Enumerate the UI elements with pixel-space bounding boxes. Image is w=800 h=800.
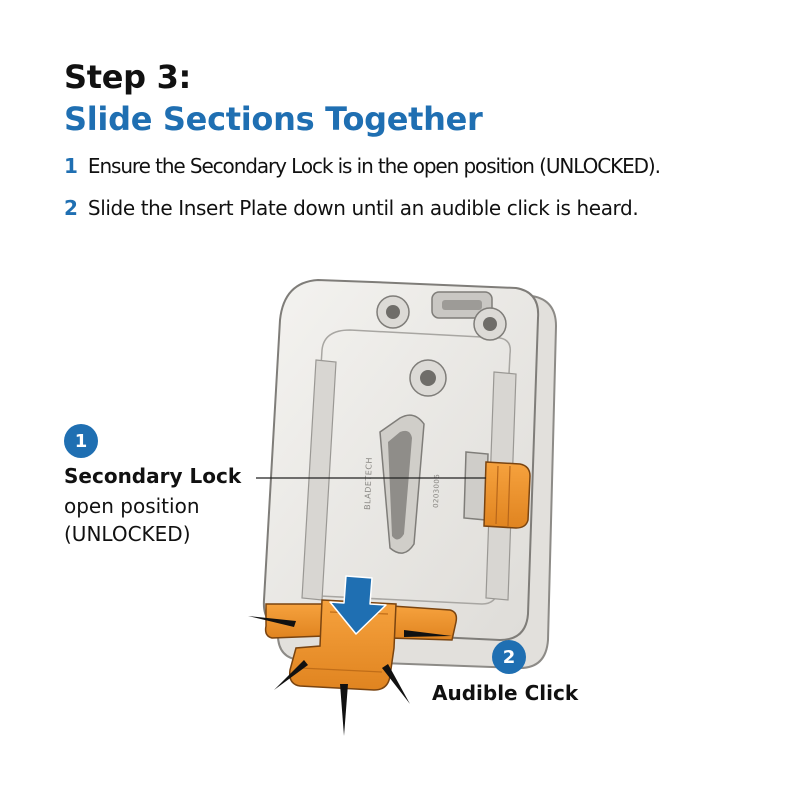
step-title: Step 3: [64,58,192,96]
secondary-lock [463,451,531,529]
audible-click-label: Audible Click [432,681,579,705]
instruction-2-number: 2 [64,196,78,220]
secondary-lock-heading: Secondary Lock [64,464,242,488]
click-burst-icon [248,616,452,736]
instruction-1-text: Ensure the Secondary Lock is in the open… [87,154,661,178]
instruction-1-number: 1 [64,154,78,178]
secondary-lock-status: (UNLOCKED) [64,522,191,546]
instruction-1: 1 Ensure the Secondary Lock is in the ope… [64,154,661,178]
screw-hole [473,307,507,341]
audible-click-badge: 2 [492,640,526,674]
serial-marking: 0203006 [432,474,441,508]
brand-marking: BLADETECH [363,457,374,510]
screw-hole [409,359,447,397]
step-subtitle: Slide Sections Together [64,100,483,138]
slide-down-arrow-icon [329,575,387,635]
insert-plate: BLADETECH 0203006 [262,279,540,641]
instruction-2: 2 Slide the Insert Plate down until an au… [64,196,639,220]
screw-hole [376,295,410,329]
secondary-lock-state: open position [64,494,200,518]
instruction-2-text: Slide the Insert Plate down until an aud… [87,196,639,220]
secondary-lock-badge: 1 [64,424,98,458]
